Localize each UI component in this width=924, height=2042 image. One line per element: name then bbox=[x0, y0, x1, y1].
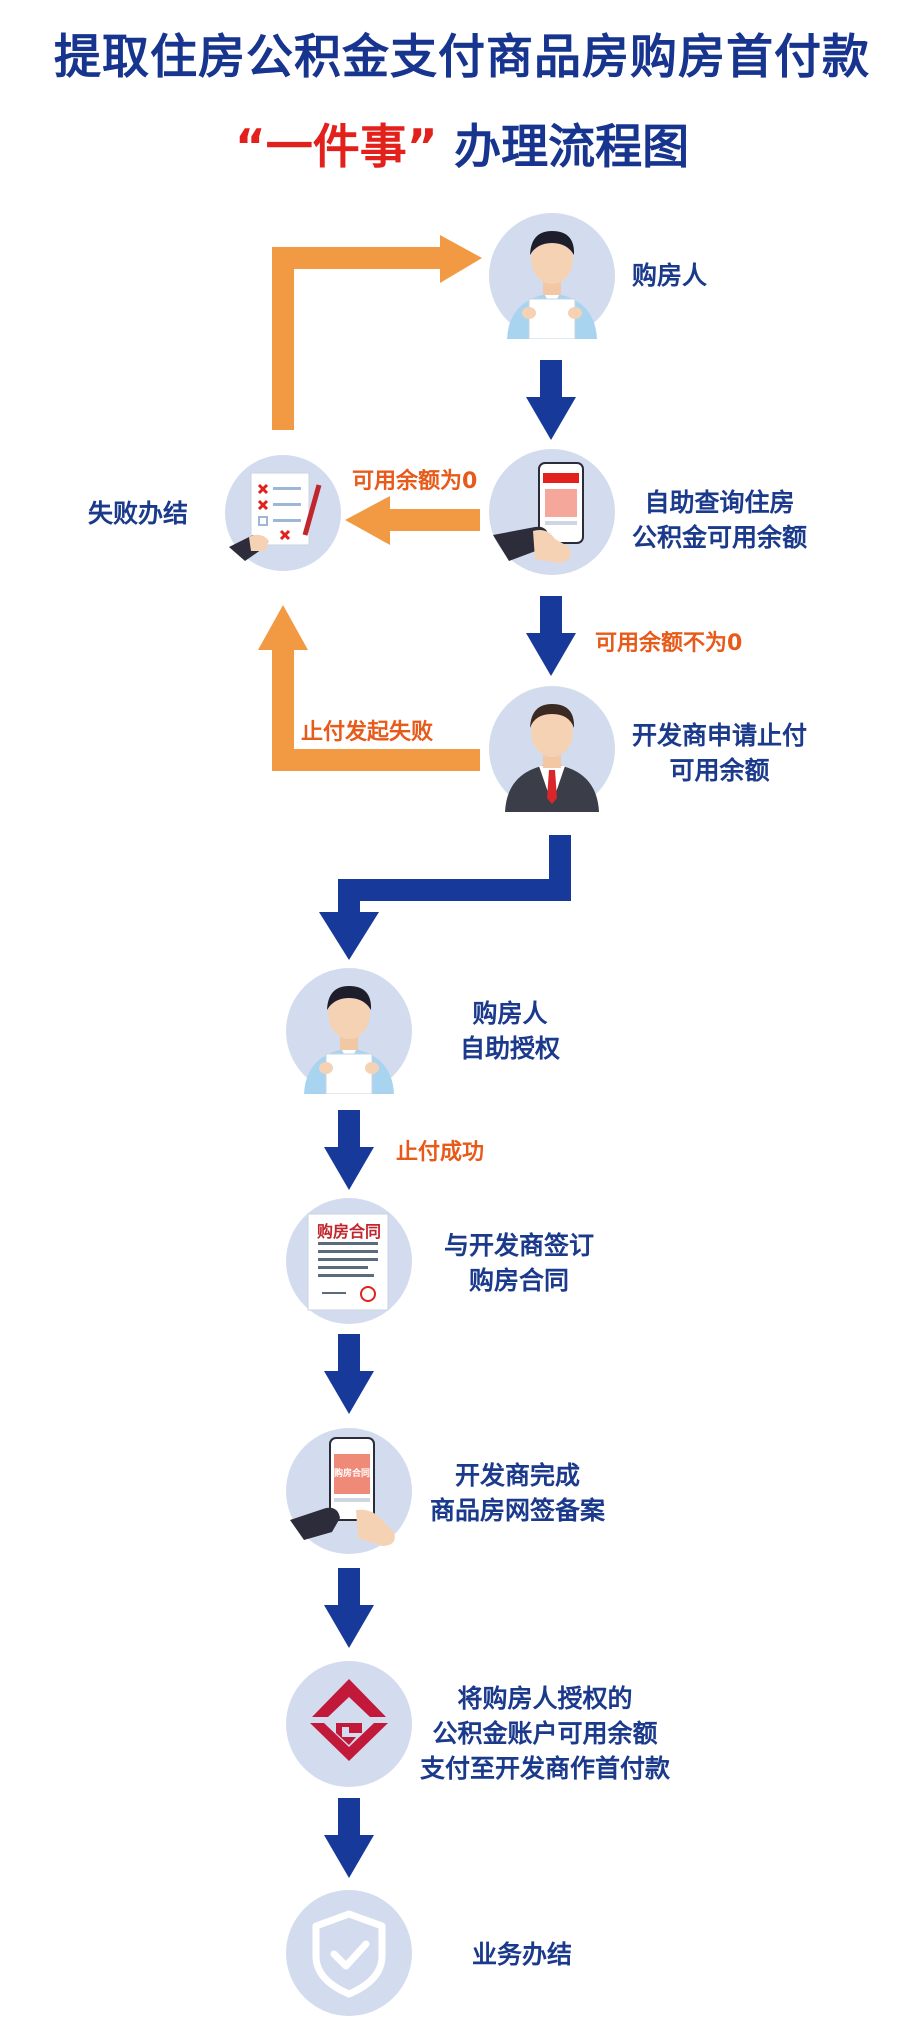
page-subtitle: “一件事” 办理流程图 bbox=[0, 108, 924, 177]
filing-circle: 购房合同 bbox=[286, 1428, 412, 1554]
blue-arrowhead-authorize bbox=[319, 912, 379, 960]
authorize-circle bbox=[286, 968, 412, 1094]
developer-circle bbox=[489, 686, 615, 812]
buyer-avatar-circle bbox=[489, 213, 615, 339]
blue-arrow-developer-to-authorize bbox=[338, 835, 571, 920]
page-title: 提取住房公积金支付商品房购房首付款 bbox=[54, 30, 870, 85]
pay-label-line1: 将购房人授权的 bbox=[457, 1684, 633, 1713]
filing-label-line2: 商品房网签备案 bbox=[430, 1496, 606, 1525]
developer-label: 开发商申请止付 可用余额 bbox=[632, 718, 807, 788]
phone-contract-icon bbox=[290, 1437, 395, 1546]
blue-arrowhead-developer bbox=[526, 633, 576, 676]
orange-arrow-fail-to-buyer bbox=[272, 247, 445, 430]
done-label: 业务办结 bbox=[472, 1940, 573, 1969]
phone-query-icon bbox=[493, 462, 584, 563]
note-nonzero-balance: 可用余额不为0 bbox=[595, 631, 743, 656]
developer-person-icon bbox=[505, 704, 599, 812]
buyer-person-icon bbox=[507, 231, 597, 339]
contract-label-line2: 购房合同 bbox=[469, 1266, 570, 1295]
orange-arrowhead-to-fail bbox=[345, 496, 390, 545]
phone-contract-title: 购房合同 bbox=[334, 1469, 371, 1479]
blue-arrowhead-filing bbox=[324, 1371, 374, 1414]
developer-label-line1: 开发商申请止付 bbox=[632, 721, 808, 750]
contract-label-line1: 与开发商签订 bbox=[444, 1231, 595, 1260]
query-label-line1: 自助查询住房 bbox=[644, 488, 795, 517]
pay-label-line3: 支付至开发商作首付款 bbox=[420, 1754, 671, 1783]
contract-label: 与开发商签订 购房合同 bbox=[444, 1228, 594, 1298]
filing-label: 开发商完成 商品房网签备案 bbox=[430, 1458, 605, 1528]
orange-arrowhead-up-to-fail bbox=[258, 605, 308, 650]
pay-label-line2: 公积金账户可用余额 bbox=[432, 1719, 658, 1748]
query-label: 自助查询住房 公积金可用余额 bbox=[632, 485, 807, 555]
contract-circle: 购房合同 bbox=[286, 1198, 412, 1324]
blue-arrowhead-pay bbox=[324, 1605, 374, 1648]
orange-arrow-developer-to-fail bbox=[272, 645, 480, 771]
authorize-label-line2: 自助授权 bbox=[460, 1034, 561, 1063]
contract-doc-title: 购房合同 bbox=[316, 1222, 381, 1241]
fail-label: 失败办结 bbox=[88, 499, 189, 528]
note-stop-success: 止付成功 bbox=[396, 1140, 485, 1165]
authorize-label-line1: 购房人 bbox=[472, 999, 548, 1028]
pay-circle bbox=[286, 1661, 412, 1787]
filing-label-line1: 开发商完成 bbox=[455, 1461, 581, 1490]
shield-check-icon bbox=[312, 1910, 386, 1998]
buyer-label: 购房人 bbox=[632, 261, 708, 290]
blue-arrowhead-contract bbox=[324, 1147, 374, 1190]
checklist-fail-icon bbox=[229, 472, 322, 561]
subtitle-quote: “一件事” bbox=[234, 120, 438, 175]
fail-circle bbox=[225, 455, 341, 571]
blue-arrowhead-done bbox=[324, 1835, 374, 1878]
query-circle bbox=[489, 449, 615, 575]
note-zero-balance: 可用余额为0 bbox=[352, 469, 478, 494]
orange-arrowhead-to-buyer bbox=[440, 235, 482, 283]
subtitle-rest: 办理流程图 bbox=[454, 120, 690, 175]
query-label-line2: 公积金可用余额 bbox=[632, 523, 808, 552]
done-circle bbox=[286, 1890, 412, 2016]
authorize-label: 购房人 自助授权 bbox=[460, 996, 560, 1066]
housing-fund-logo-icon bbox=[310, 1679, 388, 1761]
contract-document-icon bbox=[307, 1213, 389, 1311]
developer-label-line2: 可用余额 bbox=[669, 756, 770, 785]
authorize-person-icon bbox=[304, 986, 394, 1094]
pay-label: 将购房人授权的 公积金账户可用余额 支付至开发商作首付款 bbox=[420, 1681, 670, 1786]
blue-arrowhead-query bbox=[526, 397, 576, 440]
note-stop-fail: 止付发起失败 bbox=[301, 720, 434, 745]
